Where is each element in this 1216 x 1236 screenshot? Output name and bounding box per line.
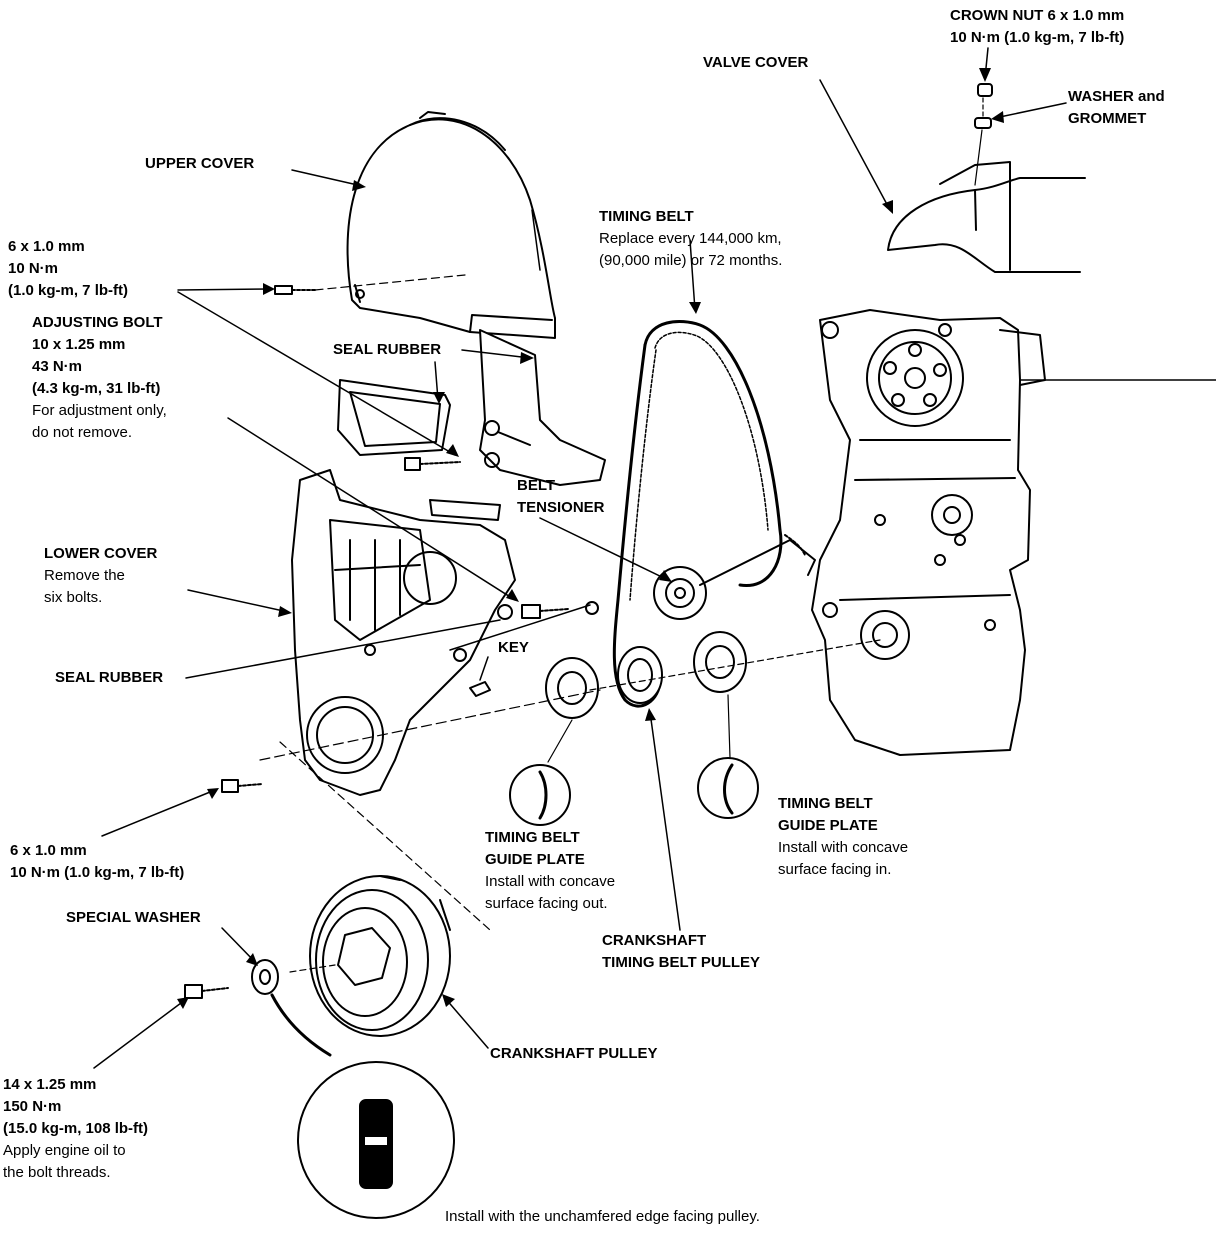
crankshaft-timing-pulley-label: CRANKSHAFT TIMING BELT PULLEY (602, 930, 760, 974)
bolts-part (184, 274, 601, 999)
upper-bolt-size: 6 x 1.0 mm (8, 238, 85, 255)
washer-note-text: Install with the unchamfered edge facing… (445, 1208, 760, 1225)
valve-cover-label: VALVE COVER (703, 52, 808, 74)
guide-plate-right-title2: GUIDE PLATE (778, 817, 878, 834)
crank-bolt-torque: 150 N·m (3, 1098, 62, 1115)
lower-cover-part (291, 469, 516, 796)
lower-bolt-label: 6 x 1.0 mm 10 N·m (1.0 kg-m, 7 lb-ft) (10, 840, 184, 884)
guide-plate-detail-right (697, 694, 759, 819)
crank-bolt-label: 14 x 1.25 mm 150 N·m (15.0 kg-m, 108 lb-… (3, 1074, 148, 1184)
crown-nut-torque: 10 N·m (1.0 kg-m, 7 lb-ft) (950, 29, 1125, 46)
key-title: KEY (498, 639, 529, 656)
guide-plate-center-note2: surface facing out. (485, 895, 608, 912)
timing-belt-note1: Replace every 144,000 km, (599, 230, 782, 247)
guide-plate-right-note2: surface facing in. (778, 861, 892, 878)
lower-cover-title: LOWER COVER (44, 545, 158, 562)
belt-tensioner-label: BELT TENSIONER (517, 475, 605, 519)
crown-nut-label: CROWN NUT 6 x 1.0 mm 10 N·m (1.0 kg-m, 7… (950, 5, 1124, 49)
special-washer-label: SPECIAL WASHER (66, 907, 201, 929)
leader-arrows (93, 47, 1067, 1069)
upper-bolt-torque: 10 N·m (8, 260, 59, 277)
washer-grommet-line2: GROMMET (1068, 110, 1147, 127)
timing-belt-title: TIMING BELT (599, 208, 694, 225)
seal-rubber-upper-title: SEAL RUBBER (333, 341, 442, 358)
crankshaft-timing-pulley-part (545, 631, 881, 719)
crankshaft-pulley-part (279, 741, 491, 1037)
lower-cover-label: LOWER COVER Remove the six bolts. (44, 543, 157, 609)
upper-cover-label: UPPER COVER (145, 153, 254, 175)
special-washer-title: SPECIAL WASHER (66, 909, 201, 926)
crankshaft-timing-pulley-line2: TIMING BELT PULLEY (602, 954, 761, 971)
adjusting-bolt-torque: 43 N·m (32, 358, 83, 375)
guide-plate-right-label: TIMING BELT GUIDE PLATE Install with con… (778, 793, 908, 881)
guide-plate-detail-left (509, 719, 573, 826)
seal-rubber-lower-title: SEAL RUBBER (55, 669, 164, 686)
lower-bolt-size: 6 x 1.0 mm (10, 842, 87, 859)
lower-cover-note1: Remove the (44, 567, 125, 584)
upper-bolt-label: 6 x 1.0 mm 10 N·m (1.0 kg-m, 7 lb-ft) (8, 236, 128, 302)
lower-cover-note2: six bolts. (44, 589, 103, 606)
upper-bolt-torque-alt: (1.0 kg-m, 7 lb-ft) (8, 282, 129, 299)
guide-plate-center-title2: GUIDE PLATE (485, 851, 585, 868)
seal-rubber-lower-label: SEAL RUBBER (55, 667, 163, 689)
guide-plate-center-title1: TIMING BELT (485, 829, 580, 846)
seal-rubber-upper-label: SEAL RUBBER (333, 339, 441, 361)
guide-plate-center-label: TIMING BELT GUIDE PLATE Install with con… (485, 827, 615, 915)
crank-bolt-note2: the bolt threads. (3, 1164, 111, 1181)
adjusting-bolt-title: ADJUSTING BOLT (32, 314, 163, 331)
timing-belt-label: TIMING BELT Replace every 144,000 km, (9… (599, 206, 782, 272)
upper-cover-part (346, 111, 556, 339)
crank-bolt-size: 14 x 1.25 mm (3, 1076, 97, 1093)
valve-cover-part (887, 161, 1086, 273)
lower-bolt-torque: 10 N·m (1.0 kg-m, 7 lb-ft) (10, 864, 185, 881)
crank-bolt-torque-alt: (15.0 kg-m, 108 lb-ft) (3, 1120, 149, 1137)
crown-nut-title: CROWN NUT 6 x 1.0 mm (950, 7, 1125, 24)
belt-tensioner-line1: BELT (517, 477, 556, 494)
belt-tensioner-line2: TENSIONER (517, 499, 605, 516)
crown-nut-part (974, 83, 993, 186)
adjusting-bolt-label: ADJUSTING BOLT 10 x 1.25 mm 43 N·m (4.3 … (32, 312, 167, 444)
washer-note-label: Install with the unchamfered edge facing… (445, 1206, 760, 1228)
crankshaft-pulley-title: CRANKSHAFT PULLEY (490, 1045, 658, 1062)
washer-grommet-line1: WASHER and (1068, 88, 1165, 105)
guide-plate-center-note1: Install with concave (485, 873, 616, 890)
guide-plate-right-title1: TIMING BELT (778, 795, 873, 812)
engine-block-part (811, 309, 1216, 756)
washer-detail-part (270, 993, 455, 1219)
crank-bolt-note1: Apply engine oil to (3, 1142, 126, 1159)
arrow-heads (177, 68, 1004, 1009)
timing-belt-note2: (90,000 mile) or 72 months. (599, 252, 783, 269)
adjusting-bolt-size: 10 x 1.25 mm (32, 336, 126, 353)
guide-plate-right-note1: Install with concave (778, 839, 909, 856)
washer-grommet-label: WASHER and GROMMET (1068, 86, 1165, 130)
adjusting-bolt-torque-alt: (4.3 kg-m, 31 lb-ft) (32, 380, 161, 397)
valve-cover-title: VALVE COVER (703, 54, 809, 71)
key-label: KEY (498, 637, 529, 659)
special-washer-part (251, 959, 279, 995)
adjusting-bolt-note2: do not remove. (32, 424, 133, 441)
seal-rubber-upper-part (337, 379, 451, 456)
crankshaft-pulley-label: CRANKSHAFT PULLEY (490, 1043, 658, 1065)
timing-belt-part (612, 320, 783, 708)
adjusting-bolt-note1: For adjustment only, (32, 402, 167, 419)
crankshaft-timing-pulley-line1: CRANKSHAFT (602, 932, 707, 949)
upper-cover-title: UPPER COVER (145, 155, 255, 172)
